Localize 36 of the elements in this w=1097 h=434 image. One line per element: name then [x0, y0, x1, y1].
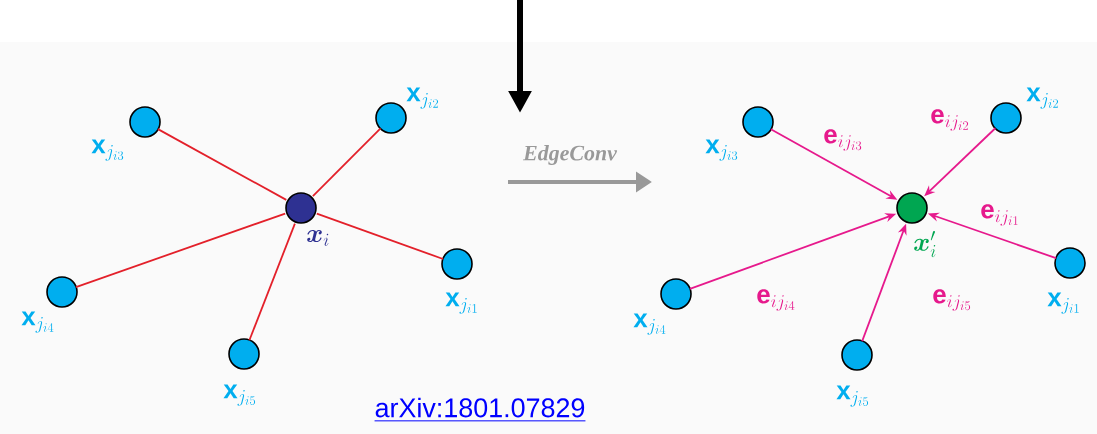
- edge-label: $\mathbf{e}_{ij_{i5}}$: [931, 288, 973, 312]
- graph-vertex: [228, 338, 260, 370]
- vertex-label: $\boldsymbol{x}'_{i}$: [914, 231, 936, 258]
- graph-vertex: [46, 276, 78, 308]
- citation-link: arXiv:1801.07829: [374, 397, 586, 422]
- vertex-label: $\mathbf{x}_{j_{i2}}$: [1026, 87, 1059, 109]
- vertex-label: $\mathbf{x}_{j_{i1}}$: [445, 292, 477, 314]
- edge: [75, 212, 287, 288]
- graph-vertex: [1054, 247, 1086, 279]
- graph-vertex: [285, 192, 317, 224]
- edge: [248, 222, 296, 342]
- edge-label: $\mathbf{e}_{ij_{i4}}$: [755, 288, 797, 312]
- vertex-label: $\mathbf{x}_{j_{i4}}$: [633, 313, 666, 335]
- graph-vertex: [841, 339, 873, 371]
- graph-vertex: [660, 278, 692, 310]
- vertex-label: $\boldsymbol{x}_{i}$: [307, 230, 329, 246]
- vertex-label: $\mathbf{x}_{j_{i2}}$: [406, 87, 439, 109]
- graph-vertex: [375, 102, 407, 134]
- graph-vertex: [990, 102, 1022, 134]
- vertex-label: $\mathbf{x}_{j_{i5}}$: [836, 385, 869, 407]
- edge: [312, 127, 382, 197]
- graph-vertex: [896, 192, 928, 224]
- vertex-label: $\mathbf{x}_{j_{i4}}$: [21, 311, 54, 333]
- edge-label: $\mathbf{e}_{ij_{i2}}$: [929, 108, 971, 132]
- graph-vertex: [129, 106, 161, 138]
- operation-label: EdgeConv: [522, 145, 618, 165]
- vertex-label: $\mathbf{x}_{j_{i3}}$: [705, 139, 738, 161]
- graph-vertex: [742, 106, 774, 138]
- vertex-label: $\mathbf{x}_{j_{i5}}$: [223, 384, 256, 406]
- graph-vertex: [441, 248, 473, 280]
- edge: [157, 128, 288, 201]
- vertex-label: $\mathbf{x}_{j_{i1}}$: [1047, 292, 1079, 314]
- edge-label: $\mathbf{e}_{ij_{i3}}$: [822, 128, 864, 152]
- vertex-label: $\mathbf{x}_{j_{i3}}$: [91, 139, 124, 161]
- edge-label: $\mathbf{e}_{ij_{i1}}$: [979, 203, 1021, 227]
- edge: [315, 212, 444, 260]
